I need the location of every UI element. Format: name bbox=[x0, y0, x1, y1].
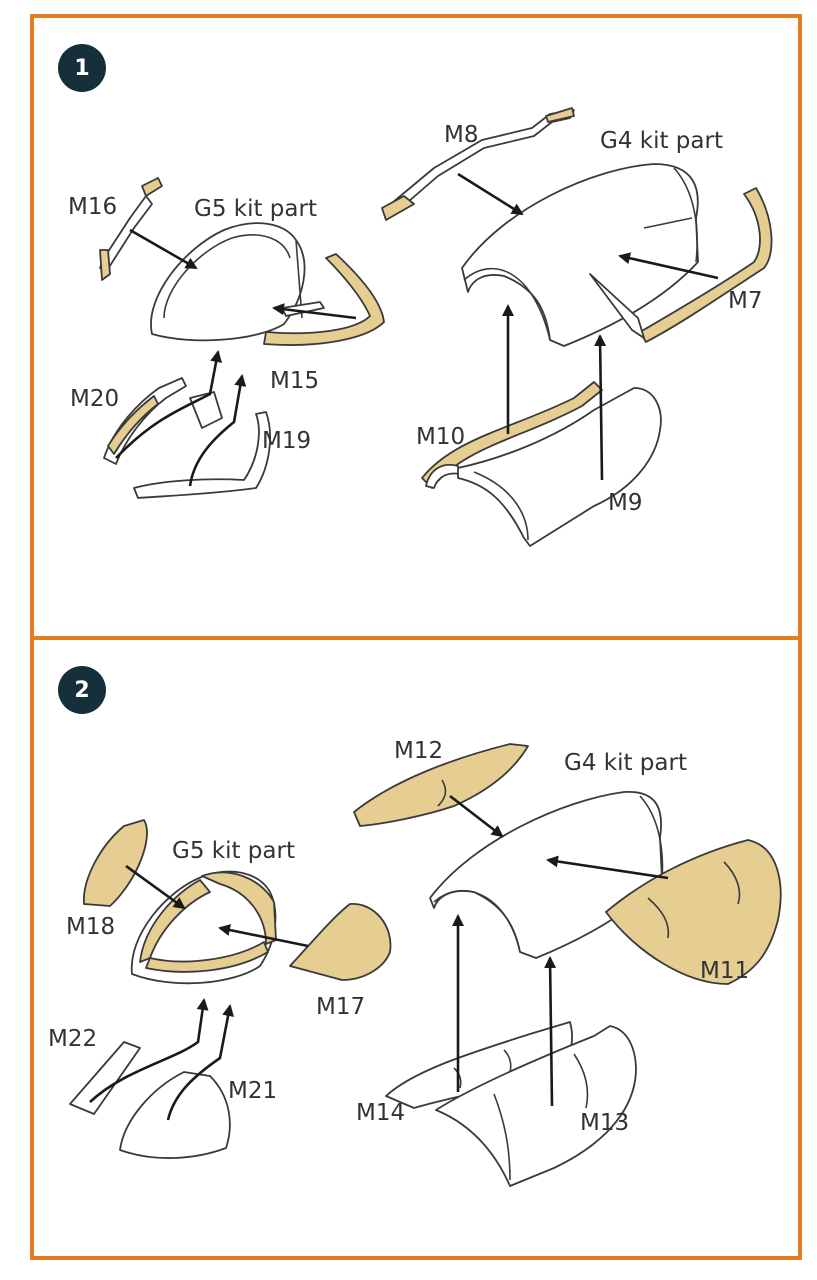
m22-m21-parts bbox=[69, 1041, 231, 1159]
m16-mask bbox=[99, 177, 163, 281]
arrow-m8 bbox=[457, 172, 524, 216]
label-m7: M7 bbox=[728, 288, 763, 314]
m8-mask bbox=[381, 107, 575, 221]
label-m8: M8 bbox=[444, 122, 479, 148]
m12-mask bbox=[353, 743, 529, 827]
step-2-panel: 2 bbox=[30, 636, 802, 1260]
arrow-m7 bbox=[618, 252, 719, 280]
step-1-badge: 1 bbox=[58, 44, 106, 92]
label-m12: M12 bbox=[394, 738, 444, 764]
g5-kit-part-step1 bbox=[150, 222, 306, 342]
step-1-diagram bbox=[99, 107, 773, 547]
m20-m19-parts bbox=[103, 377, 271, 499]
label-g4-kit-part-1: G4 kit part bbox=[600, 128, 723, 154]
arrow-m12 bbox=[449, 794, 504, 838]
arrow-m20 bbox=[115, 350, 223, 459]
label-m11: M11 bbox=[700, 958, 750, 984]
arrow-m18 bbox=[125, 864, 186, 910]
m11-mask bbox=[605, 839, 782, 985]
arrow-m19 bbox=[188, 374, 247, 487]
m17-mask bbox=[289, 903, 392, 981]
label-m18: M18 bbox=[66, 914, 116, 940]
label-g5-kit-part-2: G5 kit part bbox=[172, 838, 295, 864]
arrow-m21 bbox=[166, 1004, 235, 1121]
label-m21: M21 bbox=[228, 1078, 278, 1104]
arrow-m17 bbox=[218, 924, 309, 948]
arrow-m11 bbox=[546, 855, 669, 880]
label-m10: M10 bbox=[416, 424, 466, 450]
label-g5-kit-part-1: G5 kit part bbox=[194, 196, 317, 222]
label-m16: M16 bbox=[68, 194, 118, 220]
m7-mask bbox=[589, 187, 773, 343]
step-1-panel: 1 bbox=[30, 14, 802, 640]
label-m13: M13 bbox=[580, 1110, 630, 1136]
arrow-m9 bbox=[594, 334, 607, 481]
label-m14: M14 bbox=[356, 1100, 406, 1126]
g5-kit-part-step2 bbox=[130, 870, 277, 985]
arrow-m13 bbox=[544, 956, 557, 1107]
arrow-m16 bbox=[129, 228, 198, 270]
label-m20: M20 bbox=[70, 386, 120, 412]
m15-mask bbox=[263, 253, 385, 346]
m14-m13-parts bbox=[385, 1021, 637, 1187]
label-m15: M15 bbox=[270, 368, 320, 394]
label-m9: M9 bbox=[608, 490, 643, 516]
label-g4-kit-part-2: G4 kit part bbox=[564, 750, 687, 776]
label-m19: M19 bbox=[262, 428, 312, 454]
m10-m9-parts bbox=[421, 381, 662, 547]
arrow-m22 bbox=[89, 998, 209, 1103]
g4-kit-part-step1 bbox=[461, 163, 699, 347]
m18-mask bbox=[83, 819, 148, 907]
step-2-diagram bbox=[69, 743, 782, 1187]
label-m22: M22 bbox=[48, 1026, 98, 1052]
label-m17: M17 bbox=[316, 994, 366, 1020]
arrow-m15 bbox=[272, 303, 357, 320]
step-2-badge: 2 bbox=[58, 666, 106, 714]
